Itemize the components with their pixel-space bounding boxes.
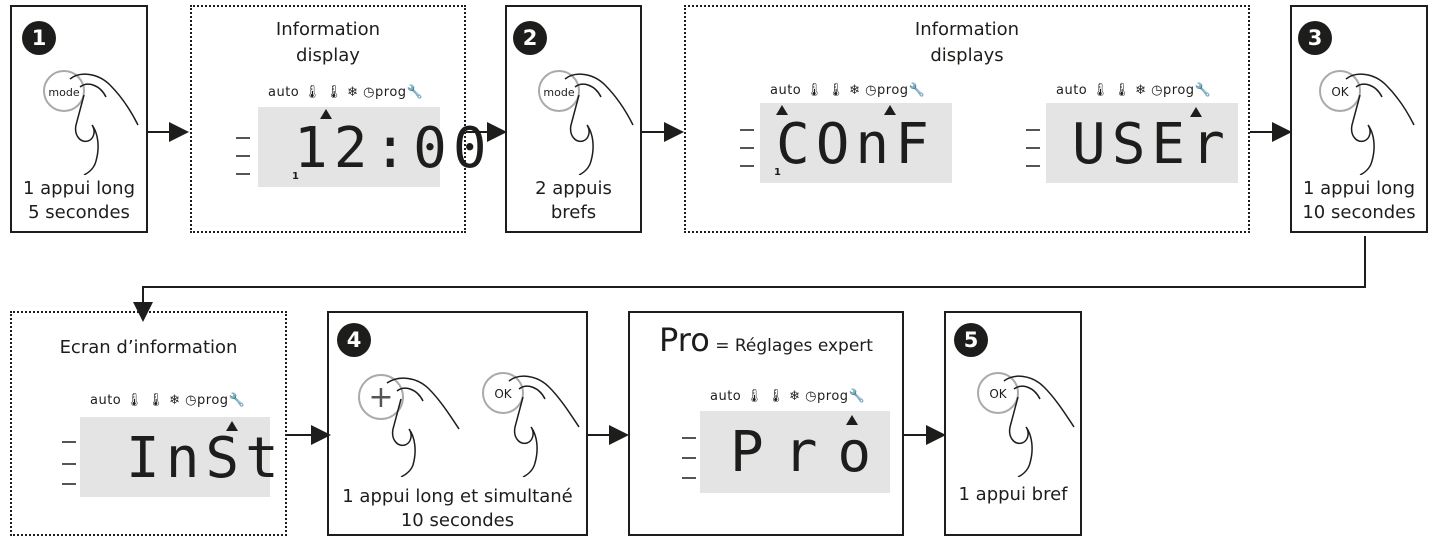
lcd-level-tick <box>236 137 250 139</box>
plus-button-label: + <box>368 380 393 415</box>
lcd-screen: 12:00 1 <box>258 107 487 187</box>
lcd-value: USEr <box>1072 112 1231 177</box>
lcd-display-inst: auto 🌡 🌡 ❄ ◷prog🔧 InSt <box>42 393 279 505</box>
lcd-status-icons: auto 🌡 🌡 ❄ ◷prog🔧 <box>1056 83 1212 98</box>
step-number-badge: 1 <box>22 21 56 55</box>
hand-press-plus-icon: + <box>353 367 463 478</box>
lcd-status-icons: auto 🌡 🌡 ❄ ◷prog🔧 <box>90 393 246 408</box>
lcd-display: auto 🌡 🌡 ❄ ◷prog🔧 12:00 1 <box>214 85 487 197</box>
step-3-box: 3 OK 1 appui long 10 secondes <box>1290 5 1428 233</box>
lcd-value: 12:00 <box>294 116 493 181</box>
step-1-caption: 1 appui long 5 secondes <box>22 178 136 223</box>
mode-button-label: mode <box>543 86 574 99</box>
step-3-caption: 1 appui long 10 secondes <box>1302 178 1416 223</box>
lcd-level-tick <box>740 129 754 131</box>
lcd-level-tick <box>682 437 696 439</box>
step-4-caption: 1 appui long et simultané 10 secondes <box>342 486 573 531</box>
lcd-level-tick <box>62 441 76 443</box>
step-number-badge: 5 <box>954 323 988 357</box>
step-4-box: 4 + OK 1 appui long et simultané 10 seco… <box>327 311 588 536</box>
info-displays-box: Information displays auto 🌡 🌡 ❄ ◷prog🔧 C… <box>684 5 1250 233</box>
lcd-day-indicator: 1 <box>774 167 781 178</box>
lcd-indicator-arrow <box>1190 107 1202 117</box>
lcd-indicator-arrow <box>846 415 858 425</box>
lcd-screen: COnF 1 <box>760 103 952 183</box>
lcd-level-tick <box>740 165 754 167</box>
lcd-level-tick <box>740 147 754 149</box>
lcd-level-tick <box>682 477 696 479</box>
lcd-level-tick <box>682 457 696 459</box>
step-number-badge: 2 <box>513 21 547 55</box>
lcd-status-icons: auto 🌡 🌡 ❄ ◷prog🔧 <box>710 389 866 404</box>
step-number-badge: 4 <box>337 323 371 357</box>
lcd-value: InSt <box>126 426 285 491</box>
info-display-title: Information display <box>275 19 381 66</box>
pro-title-main: Pro <box>659 321 710 359</box>
lcd-value: COnF <box>776 112 935 177</box>
ok-button-label: OK <box>989 387 1007 401</box>
step-2-caption: 2 appuis brefs <box>535 178 612 223</box>
mode-button-label: mode <box>48 86 79 99</box>
lcd-level-tick <box>62 463 76 465</box>
pro-title: Pro = Réglages expert <box>630 321 902 359</box>
step-1-box: 1 mode 1 appui long 5 secondes <box>10 5 148 233</box>
lcd-screen: USEr <box>1046 103 1238 183</box>
lcd-indicator-arrow <box>776 105 788 115</box>
lcd-indicator-arrow <box>226 421 238 431</box>
hand-press-ok-icon: OK <box>1316 65 1416 176</box>
hand-press-ok-icon: OK <box>974 367 1078 478</box>
info-display-box: Information display auto 🌡 🌡 ❄ ◷prog🔧 12… <box>190 5 487 233</box>
lcd-status-icons: auto 🌡 🌡 ❄ ◷prog🔧 <box>770 83 926 98</box>
lcd-level-tick <box>236 173 250 175</box>
step-5-box: 5 OK 1 appui bref <box>944 311 1082 536</box>
lcd-value: Pro <box>730 420 892 485</box>
lcd-screen: InSt <box>80 417 279 497</box>
lcd-indicator-arrow <box>884 105 896 115</box>
step-2-box: 2 mode 2 appuis brefs <box>505 5 642 233</box>
hand-press-mode-icon: mode <box>535 65 635 176</box>
info-displays-title: Information displays <box>914 19 1020 66</box>
lcd-screen: Pro <box>700 411 890 493</box>
lcd-status-icons: auto 🌡 🌡 ❄ ◷prog🔧 <box>268 85 424 100</box>
step-number-badge: 3 <box>1298 21 1332 55</box>
lcd-level-tick <box>1026 147 1040 149</box>
lcd-indicator-arrow <box>320 109 332 119</box>
lcd-day-indicator: 1 <box>292 171 299 182</box>
lcd-level-tick <box>1026 129 1040 131</box>
ok-button-label: OK <box>494 387 512 401</box>
ecran-information-title: Ecran d’information <box>59 337 238 358</box>
ok-button-label: OK <box>1331 85 1349 99</box>
arrow-3-to-row2 <box>133 236 1366 322</box>
ecran-information-box: Ecran d’information auto 🌡 🌡 ❄ ◷prog🔧 In… <box>10 311 287 536</box>
lcd-display-user: auto 🌡 🌡 ❄ ◷prog🔧 USEr <box>1022 83 1242 195</box>
step-5-caption: 1 appui bref <box>958 484 1068 505</box>
hand-press-ok-icon: OK <box>479 367 583 478</box>
lcd-display-conf: auto 🌡 🌡 ❄ ◷prog🔧 COnF 1 <box>736 83 956 195</box>
lcd-display-pro: auto 🌡 🌡 ❄ ◷prog🔧 Pro <box>662 389 894 501</box>
lcd-level-tick <box>236 155 250 157</box>
hand-press-mode-icon: mode <box>40 65 140 176</box>
lcd-level-tick <box>1026 165 1040 167</box>
lcd-level-tick <box>62 483 76 485</box>
pro-title-sub: = Réglages expert <box>709 336 873 356</box>
pro-box: Pro = Réglages expert auto 🌡 🌡 ❄ ◷prog🔧 … <box>628 311 904 536</box>
